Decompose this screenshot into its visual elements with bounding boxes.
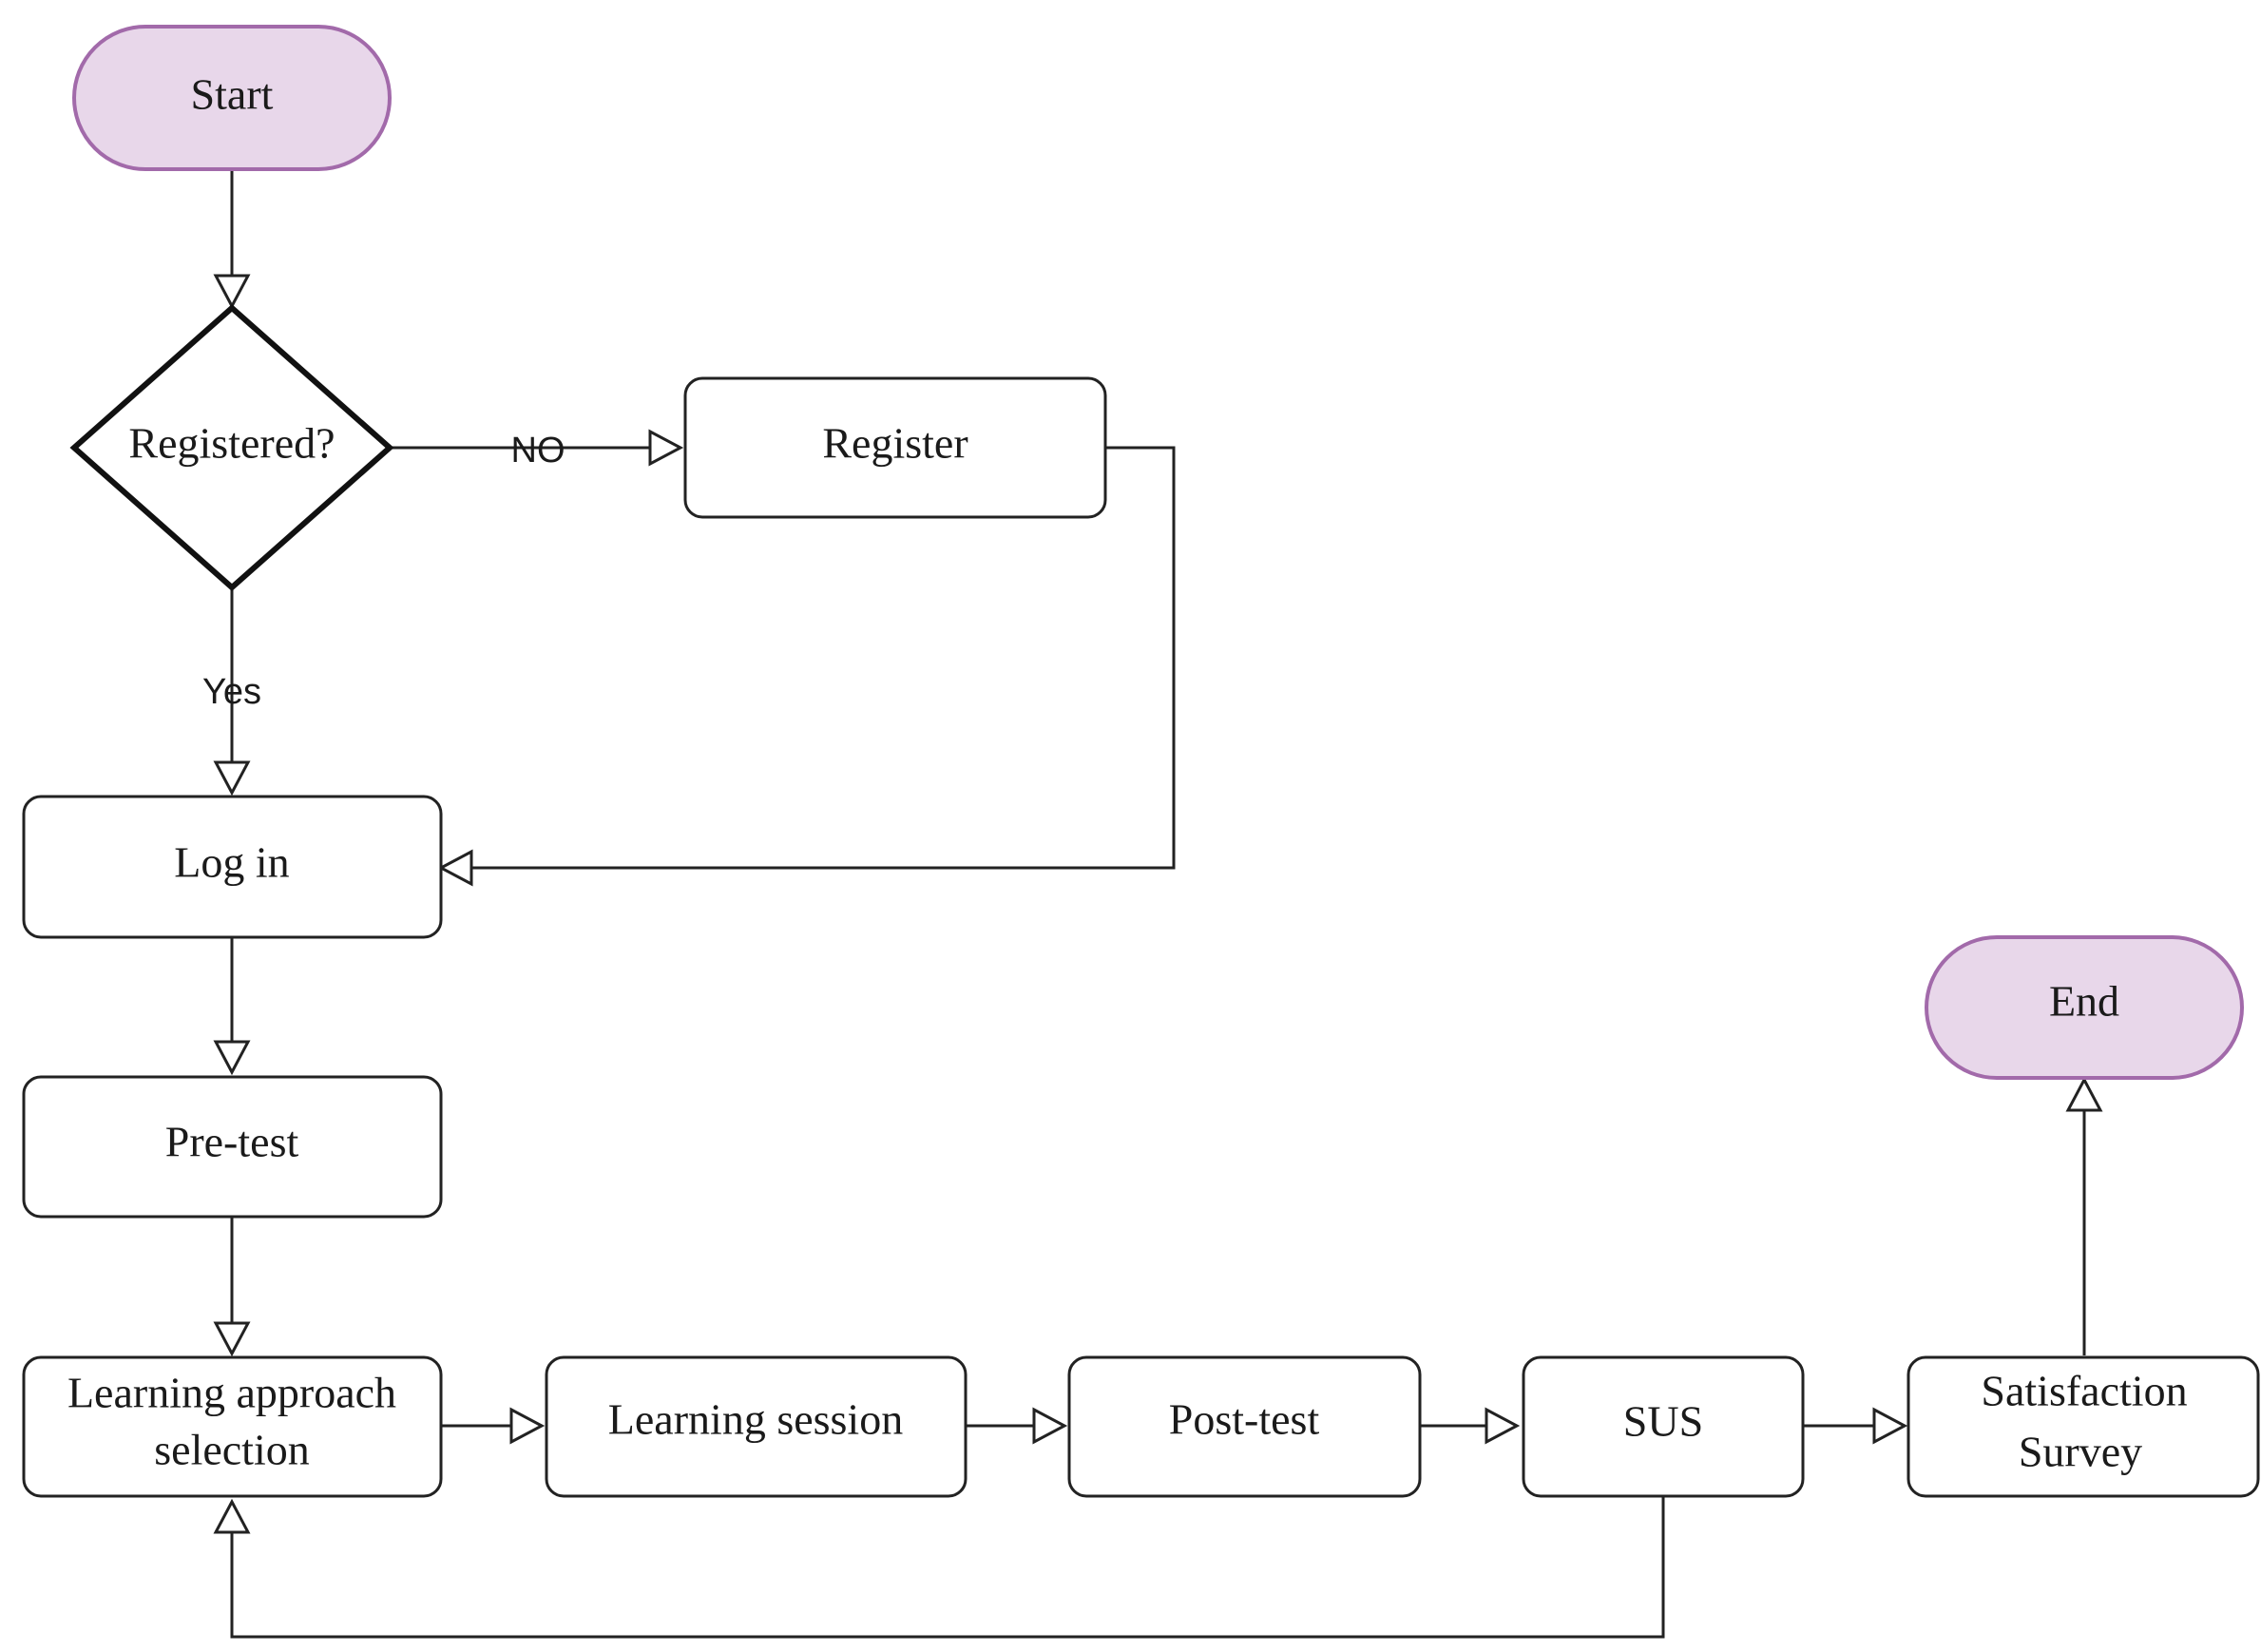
session-label: Learning session — [608, 1395, 903, 1444]
register-node: Register — [683, 376, 1107, 519]
end-shape — [1925, 935, 2244, 1080]
start-label: Start — [191, 70, 274, 119]
register-label: Register — [822, 419, 968, 468]
posttest-label: Post-test — [1169, 1395, 1320, 1444]
satisfaction-node: Satisfaction Survey — [1907, 1355, 2260, 1498]
sus-label: SUS — [1623, 1397, 1703, 1446]
satisfaction-box — [1907, 1355, 2260, 1498]
sus-box — [1522, 1355, 1805, 1498]
posttest-box — [1067, 1355, 1422, 1498]
arrowhead-login-top — [213, 760, 251, 797]
arrowhead-posttest — [1032, 1407, 1068, 1445]
register-box — [683, 376, 1107, 519]
approach-label-line1: Learning approach — [67, 1369, 396, 1417]
edge-label-no: NO — [511, 431, 565, 471]
end-label: End — [2049, 977, 2119, 1026]
registered-diamond — [69, 303, 394, 592]
pretest-box — [22, 1075, 443, 1219]
arrowhead-end — [2065, 1076, 2103, 1112]
arrowhead-session — [509, 1407, 546, 1445]
edge-label-yes: Yes — [202, 672, 261, 712]
start-node: Start — [72, 25, 392, 171]
login-node: Log in — [22, 795, 443, 939]
login-label: Log in — [174, 838, 289, 887]
start-shape — [72, 25, 392, 171]
registered-decision: Registered? — [69, 303, 394, 592]
arrowhead-approach-bottom — [213, 1498, 251, 1534]
arrowhead-sus — [1485, 1407, 1521, 1445]
edge-sus-to-approach — [230, 1496, 1665, 1639]
approach-label-line2: selection — [154, 1426, 310, 1474]
posttest-node: Post-test — [1067, 1355, 1422, 1498]
login-box — [22, 795, 443, 939]
approach-box — [22, 1355, 443, 1498]
arrowhead-login-side — [437, 849, 473, 887]
pretest-label: Pre-test — [165, 1118, 299, 1166]
arrowhead-approach-top — [213, 1321, 251, 1357]
arrowhead-satisfaction — [1872, 1407, 1908, 1445]
registered-label: Registered? — [128, 419, 335, 468]
arrowhead-register — [648, 429, 684, 467]
arrowhead-registered — [213, 274, 251, 310]
end-node: End — [1925, 935, 2244, 1080]
satisfaction-label-line2: Survey — [2019, 1428, 2142, 1476]
pretest-node: Pre-test — [22, 1075, 443, 1219]
session-node: Learning session — [545, 1355, 968, 1498]
satisfaction-label-line1: Satisfaction — [1981, 1367, 2187, 1415]
arrowhead-pretest — [213, 1040, 251, 1076]
edge-register-to-login — [469, 446, 1176, 870]
approach-node: Learning approach selection — [22, 1355, 443, 1498]
sus-node: SUS — [1522, 1355, 1805, 1498]
session-box — [545, 1355, 968, 1498]
